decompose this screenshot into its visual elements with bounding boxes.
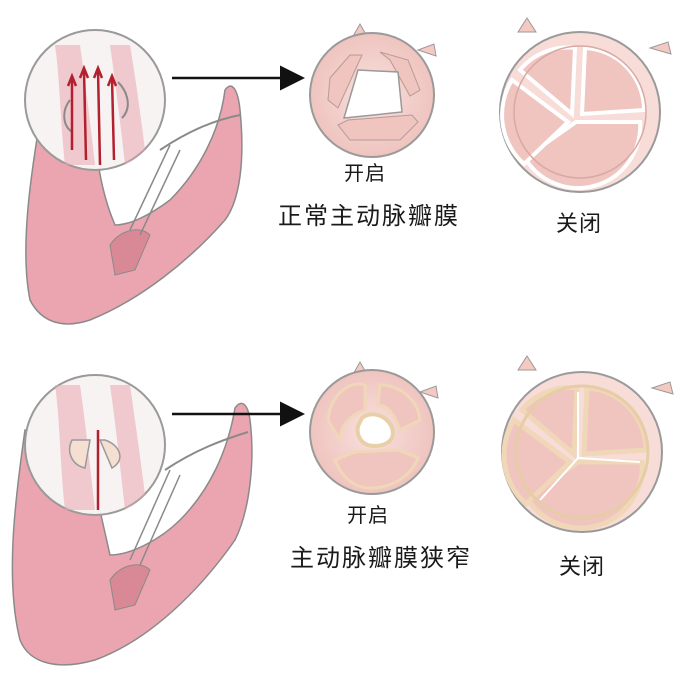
open-label-stenosis: 开启 (347, 503, 389, 527)
title-normal: 正常主动脉瓣膜 (278, 202, 460, 230)
valve-closed-normal (499, 17, 672, 193)
title-stenosis: 主动脉瓣膜狭窄 (290, 544, 472, 572)
normal-row: 开启 正常主动脉瓣膜 关闭 (24, 17, 672, 325)
open-label-normal: 开启 (344, 161, 386, 185)
heart-stenosis-illustration (11, 374, 253, 666)
closed-label-stenosis: 关闭 (559, 555, 605, 580)
blood-flow-arrows (66, 64, 118, 166)
closed-label-normal: 关闭 (556, 212, 602, 237)
heart-normal-illustration (24, 29, 243, 325)
valve-open-normal (309, 22, 437, 158)
valve-open-stenosis (309, 360, 439, 495)
stenosis-row: 开启 主动脉瓣膜狭窄 关闭 (11, 355, 674, 666)
valve-closed-stenosis (501, 355, 674, 533)
